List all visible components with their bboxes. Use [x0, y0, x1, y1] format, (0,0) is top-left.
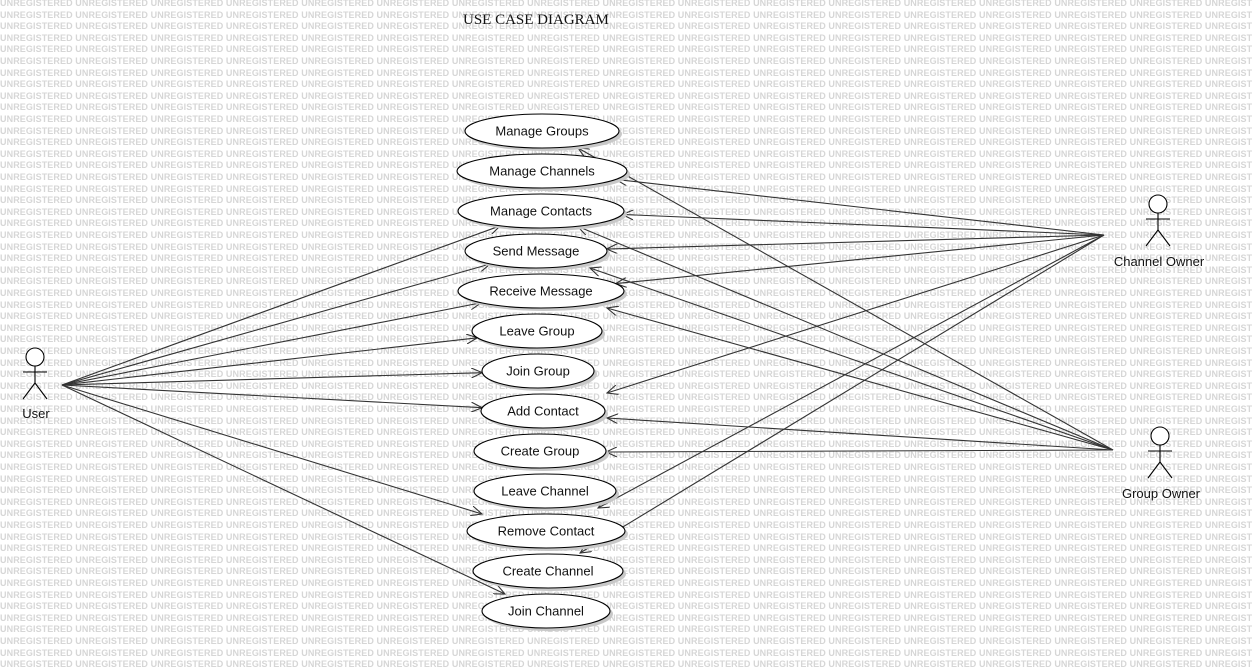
use-case-label: Manage Channels — [489, 164, 595, 179]
use-case-remove-contact[interactable]: Remove Contact — [466, 513, 628, 551]
actor-label: Group Owner — [1122, 486, 1201, 501]
association-channel-owner-to-add-contact[interactable] — [607, 234, 1105, 393]
association-group-owner-to-send-message[interactable] — [590, 268, 1114, 451]
use-case-leave-channel[interactable]: Leave Channel — [473, 473, 619, 511]
association-group-owner-to-receive-message[interactable] — [607, 308, 1114, 451]
use-case-ellipse[interactable] — [480, 393, 606, 429]
use-case-ellipse[interactable] — [481, 353, 595, 389]
use-case-label: Leave Group — [499, 324, 574, 339]
use-case-ellipse[interactable] — [457, 273, 625, 309]
use-case-leave-group[interactable]: Leave Group — [471, 313, 605, 351]
use-case-ellipse[interactable] — [471, 313, 603, 349]
association-group-owner-to-manage-groups[interactable] — [578, 148, 1114, 451]
use-case-ellipse[interactable] — [464, 233, 608, 269]
use-case-label: Join Channel — [508, 604, 584, 619]
stick-figure-icon — [1145, 194, 1171, 247]
actor-user[interactable]: User — [22, 347, 50, 421]
association-channel-owner-to-manage-contacts[interactable] — [622, 214, 1105, 236]
association-channel-owner-to-send-message[interactable] — [607, 234, 1105, 249]
use-case-join-channel[interactable]: Join Channel — [481, 593, 613, 631]
use-case-ellipse[interactable] — [472, 553, 624, 589]
actor-channel-owner[interactable]: Channel Owner — [1114, 194, 1205, 269]
actor-label: Channel Owner — [1114, 254, 1205, 269]
use-case-create-group[interactable]: Create Group — [473, 433, 609, 471]
use-case-label: Send Message — [493, 244, 580, 259]
use-case-ellipse[interactable] — [466, 513, 626, 549]
use-case-ellipse[interactable] — [473, 473, 617, 509]
association-user-to-add-contact[interactable] — [61, 384, 482, 408]
use-case-ellipse[interactable] — [464, 113, 620, 149]
use-case-label: Manage Groups — [495, 124, 589, 139]
association-channel-owner-to-create-channel[interactable] — [580, 234, 1105, 553]
association-channel-owner-to-receive-message[interactable] — [616, 234, 1105, 284]
use-case-ellipse[interactable] — [473, 433, 607, 469]
association-user-to-join-group[interactable] — [61, 373, 482, 386]
use-case-label: Join Group — [506, 364, 570, 379]
actor-group-owner[interactable]: Group Owner — [1122, 426, 1201, 501]
stick-figure-icon — [1147, 426, 1173, 479]
association-user-to-remove-contact[interactable] — [61, 384, 482, 514]
use-case-label: Receive Message — [489, 284, 592, 299]
use-case-create-channel[interactable]: Create Channel — [472, 553, 626, 591]
use-case-receive-message[interactable]: Receive Message — [457, 273, 627, 311]
use-case-manage-channels[interactable]: Manage Channels — [456, 153, 630, 191]
use-case-label: Add Contact — [507, 404, 579, 419]
actor-label: User — [22, 406, 50, 421]
use-case-manage-contacts[interactable]: Manage Contacts — [457, 193, 627, 231]
use-case-join-group[interactable]: Join Group — [481, 353, 597, 391]
use-case-ellipse[interactable] — [457, 193, 625, 229]
association-group-owner-to-create-group[interactable] — [606, 450, 1114, 452]
use-case-manage-groups[interactable]: Manage Groups — [464, 113, 622, 151]
use-case-label: Manage Contacts — [490, 204, 592, 219]
use-case-label: Create Channel — [502, 564, 593, 579]
association-user-to-join-channel[interactable] — [61, 384, 505, 594]
association-user-to-receive-message[interactable] — [61, 303, 481, 386]
diagram-title: USE CASE DIAGRAM — [463, 12, 609, 28]
use-case-send-message[interactable]: Send Message — [464, 233, 610, 271]
association-user-to-manage-contacts[interactable] — [61, 226, 500, 386]
use-case-label: Remove Contact — [498, 524, 595, 539]
association-group-owner-to-manage-contacts[interactable] — [578, 226, 1114, 451]
association-user-to-send-message[interactable] — [61, 264, 490, 386]
use-case-ellipse[interactable] — [481, 593, 611, 629]
use-case-label: Leave Channel — [501, 484, 589, 499]
association-group-owner-to-add-contact[interactable] — [607, 418, 1114, 451]
association-channel-owner-to-leave-channel[interactable] — [598, 234, 1105, 508]
association-channel-owner-to-manage-channels[interactable] — [616, 179, 1105, 236]
use-case-label: Create Group — [501, 444, 580, 459]
stick-figure-icon — [22, 347, 48, 400]
use-case-ellipse[interactable] — [456, 153, 628, 189]
association-user-to-leave-group[interactable] — [61, 338, 477, 386]
use-case-add-contact[interactable]: Add Contact — [480, 393, 608, 431]
